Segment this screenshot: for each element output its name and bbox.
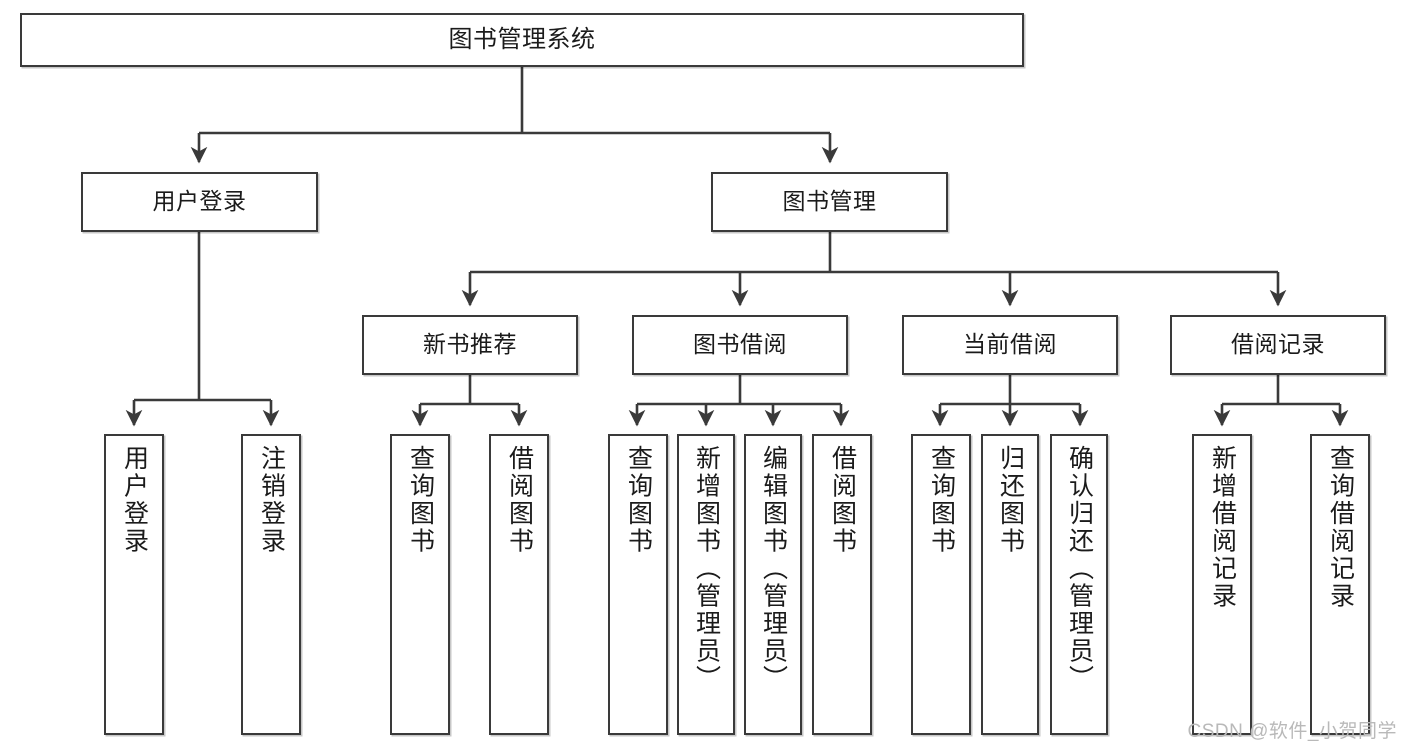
- node-leaf-borrow-book-1[interactable]: 借阅图书: [489, 434, 549, 735]
- node-leaf-query-book-1[interactable]: 查询图书: [390, 434, 450, 735]
- node-new-book-recommend-label: 新书推荐: [423, 331, 517, 358]
- node-current-borrow[interactable]: 当前借阅: [902, 315, 1118, 375]
- node-leaf-user-login[interactable]: 用户登录: [104, 434, 164, 735]
- node-current-borrow-label: 当前借阅: [963, 331, 1057, 358]
- node-leaf-query-book-2-label: 查询图书: [624, 445, 653, 555]
- node-user-login[interactable]: 用户登录: [81, 172, 318, 232]
- node-leaf-borrow-book-2-label: 借阅图书: [828, 445, 857, 555]
- node-leaf-return-book[interactable]: 归还图书: [981, 434, 1039, 735]
- node-leaf-query-book-2[interactable]: 查询图书: [608, 434, 668, 735]
- node-user-login-label: 用户登录: [152, 188, 247, 215]
- node-book-borrow[interactable]: 图书借阅: [632, 315, 848, 375]
- node-leaf-user-login-label: 用户登录: [120, 445, 149, 555]
- node-leaf-query-book-3-label: 查询图书: [927, 445, 956, 555]
- node-book-management-label: 图书管理: [782, 188, 877, 215]
- node-book-borrow-label: 图书借阅: [693, 331, 787, 358]
- node-leaf-edit-book-admin-label: 编辑图书（管理员）: [759, 445, 788, 693]
- node-leaf-query-borrow-record[interactable]: 查询借阅记录: [1310, 434, 1370, 735]
- node-leaf-borrow-book-2[interactable]: 借阅图书: [812, 434, 872, 735]
- watermark-text: CSDN @软件_小贺同学: [1187, 721, 1397, 742]
- node-leaf-return-book-label: 归还图书: [996, 445, 1025, 555]
- node-leaf-add-borrow-record[interactable]: 新增借阅记录: [1192, 434, 1252, 735]
- node-leaf-add-borrow-record-label: 新增借阅记录: [1208, 445, 1237, 610]
- node-borrow-record[interactable]: 借阅记录: [1170, 315, 1386, 375]
- node-new-book-recommend[interactable]: 新书推荐: [362, 315, 578, 375]
- node-leaf-query-book-1-label: 查询图书: [406, 445, 435, 555]
- node-root-book-management-system[interactable]: 图书管理系统: [20, 13, 1024, 67]
- node-leaf-confirm-return-admin[interactable]: 确认归还（管理员）: [1050, 434, 1108, 735]
- node-book-management[interactable]: 图书管理: [711, 172, 948, 232]
- node-leaf-add-book-admin[interactable]: 新增图书（管理员）: [677, 434, 735, 735]
- node-leaf-edit-book-admin[interactable]: 编辑图书（管理员）: [744, 434, 802, 735]
- node-borrow-record-label: 借阅记录: [1231, 331, 1325, 358]
- node-leaf-query-borrow-record-label: 查询借阅记录: [1326, 445, 1355, 610]
- node-leaf-borrow-book-1-label: 借阅图书: [505, 445, 534, 555]
- node-root-label: 图书管理系统: [448, 25, 596, 53]
- node-leaf-add-book-admin-label: 新增图书（管理员）: [692, 445, 721, 693]
- node-leaf-query-book-3[interactable]: 查询图书: [911, 434, 971, 735]
- node-leaf-confirm-return-admin-label: 确认归还（管理员）: [1065, 445, 1094, 693]
- node-leaf-logout-login-label: 注销登录: [257, 445, 286, 555]
- node-leaf-logout-login[interactable]: 注销登录: [241, 434, 301, 735]
